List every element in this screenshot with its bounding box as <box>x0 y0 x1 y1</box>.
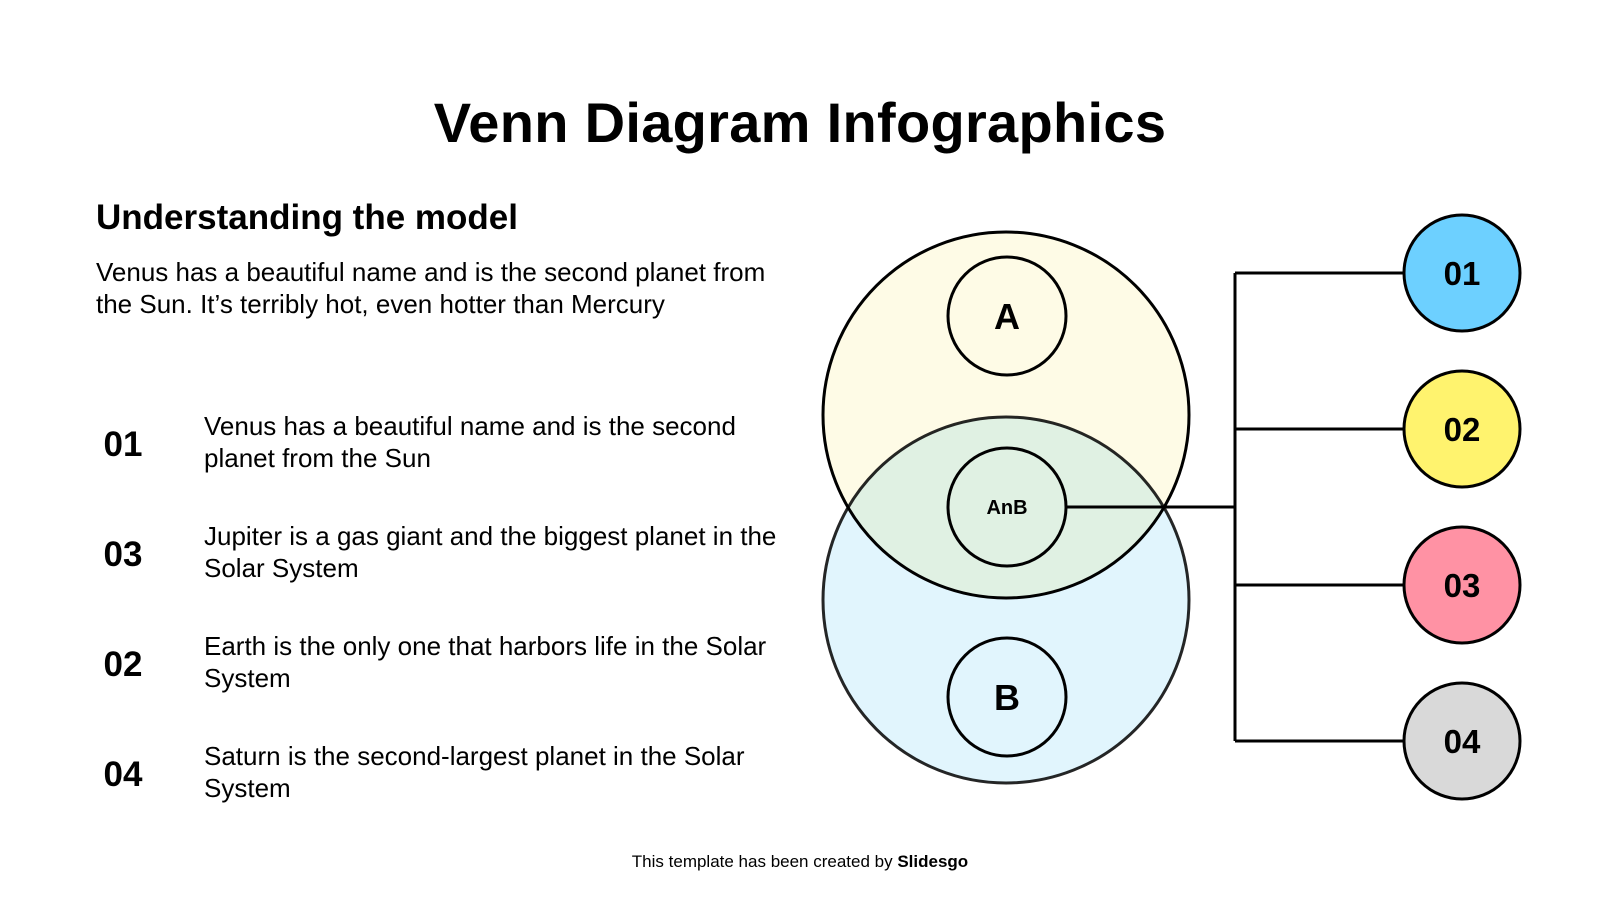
list-item: 04 Saturn is the second-largest planet i… <box>90 740 790 810</box>
set-b-outline <box>821 415 1191 785</box>
set-a-outline <box>821 230 1191 600</box>
output-node-01: 01 <box>1402 213 1522 333</box>
page-title: Venn Diagram Infographics <box>433 91 1167 154</box>
list-item: 01 Venus has a beautiful name and is the… <box>90 410 790 480</box>
connector-lines <box>1066 271 1404 743</box>
item-number: 01 <box>103 425 143 464</box>
intersection-label-node: AnB <box>946 446 1068 568</box>
output-node-04: 04 <box>1402 681 1522 801</box>
set-a-label-node: A <box>946 255 1068 377</box>
item-number: 03 <box>103 535 143 574</box>
output-label: 02 <box>1444 411 1481 448</box>
output-node-02: 02 <box>1402 369 1522 489</box>
intersection-label: AnB <box>986 497 1027 519</box>
intersection-region <box>823 417 1189 598</box>
output-label: 01 <box>1444 255 1481 292</box>
item-number: 04 <box>103 755 143 794</box>
item-description: Saturn is the second-largest planet in t… <box>204 741 745 803</box>
set-b-label-node: B <box>946 636 1068 758</box>
list-item: 02 Earth is the only one that harbors li… <box>90 630 790 700</box>
section-heading: Understanding the model <box>96 198 518 237</box>
footer-prefix: This template has been created by <box>631 852 898 871</box>
set-a-circle <box>823 232 1189 598</box>
output-node-03: 03 <box>1402 525 1522 645</box>
output-label: 04 <box>1444 723 1481 760</box>
item-description: Venus has a beautiful name and is the se… <box>204 411 736 473</box>
item-description: Earth is the only one that harbors life … <box>204 631 767 693</box>
intro-paragraph: Venus has a beautiful name and is the se… <box>96 257 766 319</box>
footer-brand[interactable]: Slidesgo <box>897 852 969 871</box>
item-description: Jupiter is a gas giant and the biggest p… <box>204 521 777 583</box>
footer-credit: This template has been created by Slides… <box>0 851 1600 873</box>
set-b-label: B <box>994 677 1020 718</box>
set-b-circle <box>823 417 1189 783</box>
list-item: 03 Jupiter is a gas giant and the bigges… <box>90 520 790 590</box>
set-a-label: A <box>994 296 1020 337</box>
output-label: 03 <box>1444 567 1481 604</box>
item-number: 02 <box>103 645 143 684</box>
